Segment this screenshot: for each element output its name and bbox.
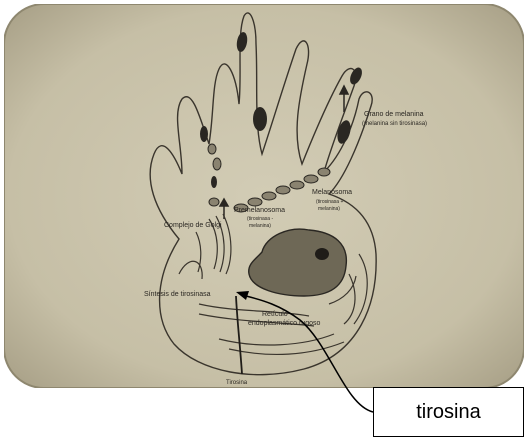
tyrosine-callout-label: tirosina <box>374 388 523 436</box>
tyrosine-callout-box: tirosina <box>373 387 524 437</box>
